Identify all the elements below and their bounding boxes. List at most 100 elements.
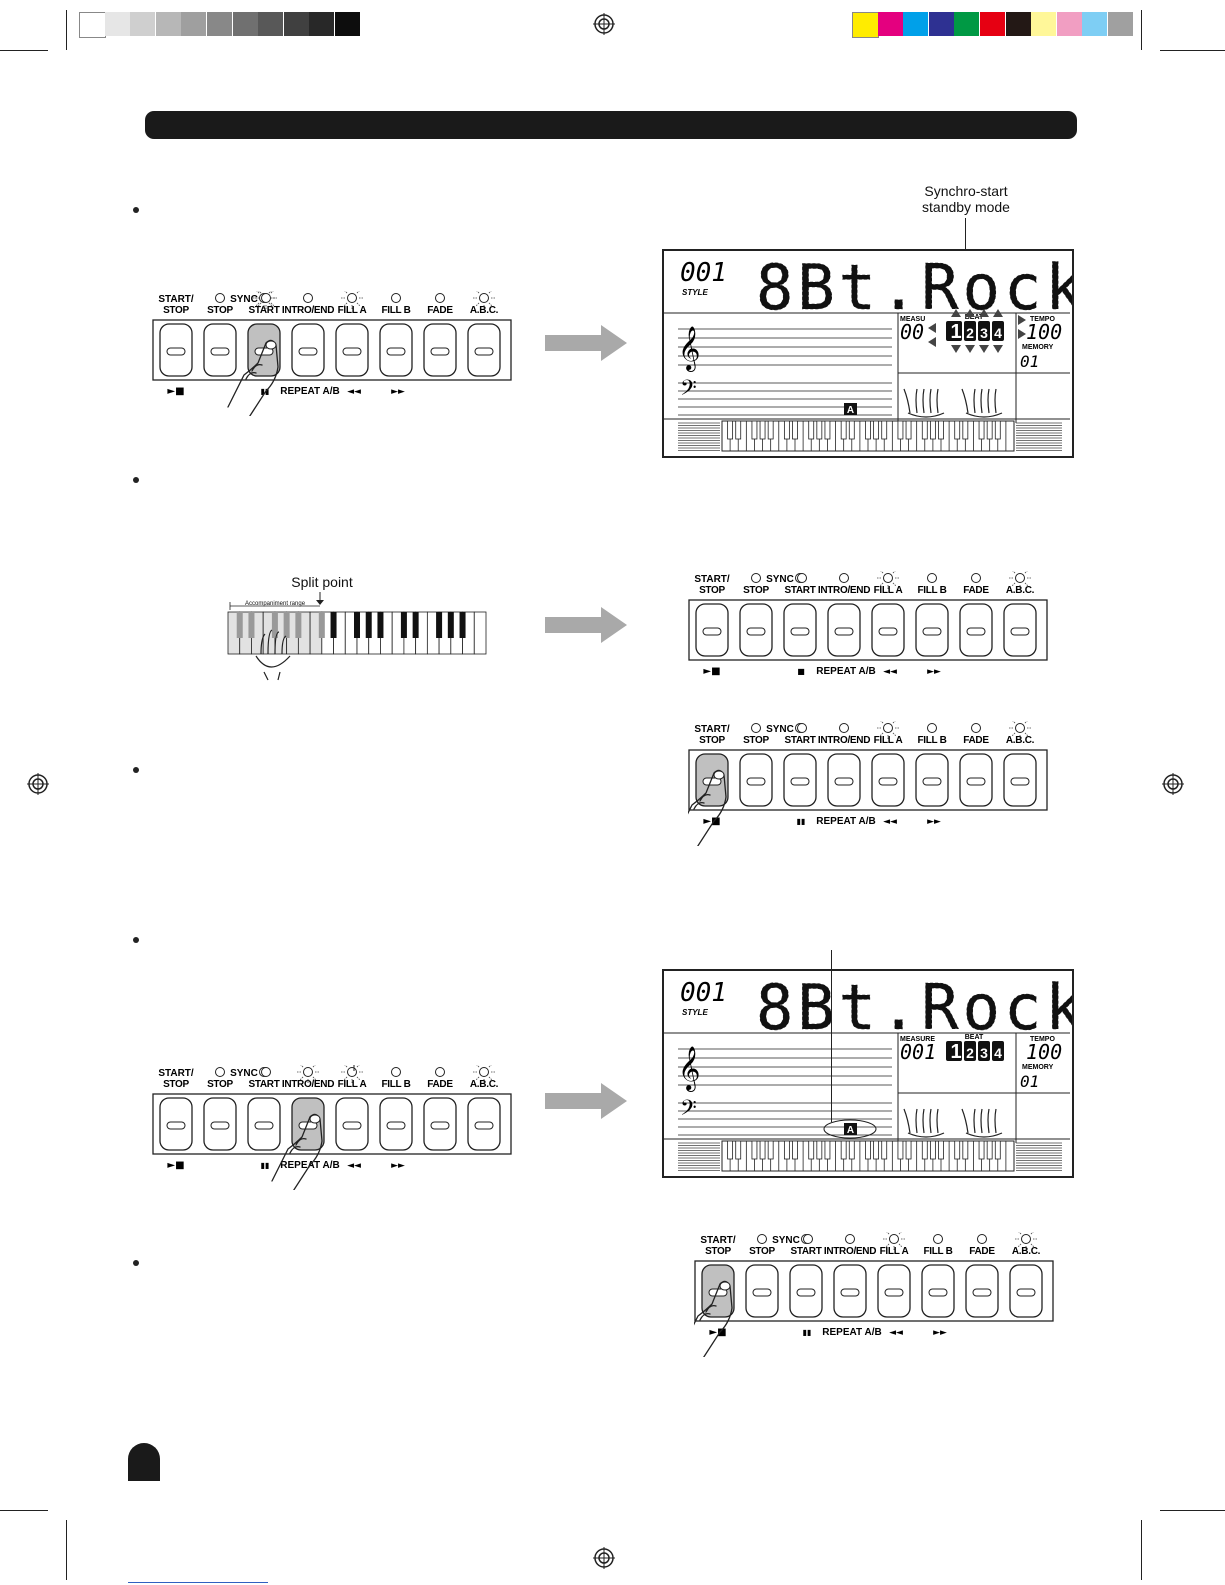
left-arrow-icon [928,323,936,333]
bass-clef-icon: 𝄢 [680,376,697,406]
gray-swatch [130,12,156,36]
panel-button[interactable] [291,323,325,377]
panel-button[interactable] [379,1097,413,1151]
style-number: 001 [680,258,727,288]
panel-button[interactable] [783,603,817,657]
panel-button[interactable] [467,1097,501,1151]
panel-button[interactable] [833,1264,867,1318]
panel-button[interactable] [159,323,193,377]
panel-button[interactable] [959,753,993,807]
crop-mark [0,50,48,51]
button-label: STOP [743,735,769,746]
panel-button[interactable] [739,603,773,657]
fast-forward-icon: ►► [933,1328,947,1338]
panel-button[interactable] [247,323,281,377]
led-icon [757,1234,767,1244]
panel-button[interactable] [745,1264,779,1318]
panel-button[interactable] [291,1097,325,1151]
panel-button[interactable] [921,1264,955,1318]
panel-button[interactable] [203,1097,237,1151]
panel-button[interactable] [467,323,501,377]
panel-button[interactable] [915,603,949,657]
panel-button[interactable] [335,1097,369,1151]
sync-label: SYNC [772,1235,800,1246]
button-label: FILL A [874,585,903,596]
rewind-icon: ◄◄ [889,1328,903,1338]
button-label: FADE [427,305,453,316]
panel-button[interactable] [827,753,861,807]
gray-swatch [232,12,258,36]
button-label: FILL B [381,305,410,316]
button-label: A.B.C. [1006,585,1035,596]
panel-button[interactable] [965,1264,999,1318]
panel-button[interactable] [1003,753,1037,807]
play-stop-icon: ►■ [703,666,720,677]
crop-mark [1160,50,1225,51]
panel-button[interactable] [247,1097,281,1151]
panel-button[interactable] [159,1097,193,1151]
beat-indicator: 2 [964,309,976,353]
style-label: STYLE [682,1008,708,1017]
led-icon [391,1067,401,1077]
panel-button[interactable] [789,1264,823,1318]
split-point-label: Split point [291,574,353,590]
panel-button[interactable] [739,753,773,807]
beat-indicator: 4 [992,309,1004,353]
treble-clef-icon: 𝄞 [678,326,700,372]
panel-button[interactable] [695,603,729,657]
panel-button[interactable] [695,753,729,807]
led-icon [797,723,807,733]
repeat-ab-label: REPEAT A/B [822,1327,881,1338]
button-label: STOP [207,1079,233,1090]
panel-button[interactable] [871,753,905,807]
button-label: FILL B [917,585,946,596]
fast-forward-icon: ►► [927,667,941,677]
led-lit-icon [1015,1228,1037,1250]
panel-button[interactable] [783,753,817,807]
panel-button[interactable] [915,753,949,807]
panel-button[interactable] [871,603,905,657]
button-label: STOP [163,1079,189,1090]
rewind-icon: ◄◄ [883,817,897,827]
panel-button[interactable] [1009,1264,1043,1318]
led-icon [797,573,807,583]
fast-forward-icon: ►► [391,387,405,397]
panel-button[interactable] [423,1097,457,1151]
button-label: STOP [207,305,233,316]
led-lit-icon [473,287,495,309]
pause-icon: ▮▮ [803,1328,812,1337]
button-label: A.B.C. [1012,1246,1041,1257]
rewind-icon: ◄◄ [347,1161,361,1171]
panel-button[interactable] [827,603,861,657]
beat-indicator: 4 [992,1041,1004,1061]
led-icon [803,1234,813,1244]
panel-button[interactable] [1003,603,1037,657]
panel-button[interactable] [335,323,369,377]
play-stop-icon: ►■ [167,1160,184,1171]
panel-button[interactable] [379,323,413,377]
pressing-hand-icon [675,769,727,856]
color-swatch [1108,12,1133,36]
split-point-keyboard [227,592,487,681]
button-label: INTRO/END [818,585,870,596]
button-label: STOP [705,1246,731,1257]
panel-button[interactable] [877,1264,911,1318]
led-icon [971,723,981,733]
right-arrow-icon [1018,329,1026,339]
led-icon [751,723,761,733]
svg-text:1: 1 [950,321,961,343]
tempo-label: TEMPO [1030,1036,1055,1043]
panel-button[interactable] [959,603,993,657]
panel-button[interactable] [423,323,457,377]
tempo-value: 100 [1026,320,1062,344]
button-label: FILL A [338,1079,367,1090]
memory-label: MEMORY [1022,344,1054,351]
button-label-top: START/ [694,724,730,735]
button-label: A.B.C. [470,305,499,316]
led-icon [927,573,937,583]
beat-indicator: 1 [946,309,962,353]
panel-button[interactable] [203,323,237,377]
measure-value: 00 [900,320,924,344]
